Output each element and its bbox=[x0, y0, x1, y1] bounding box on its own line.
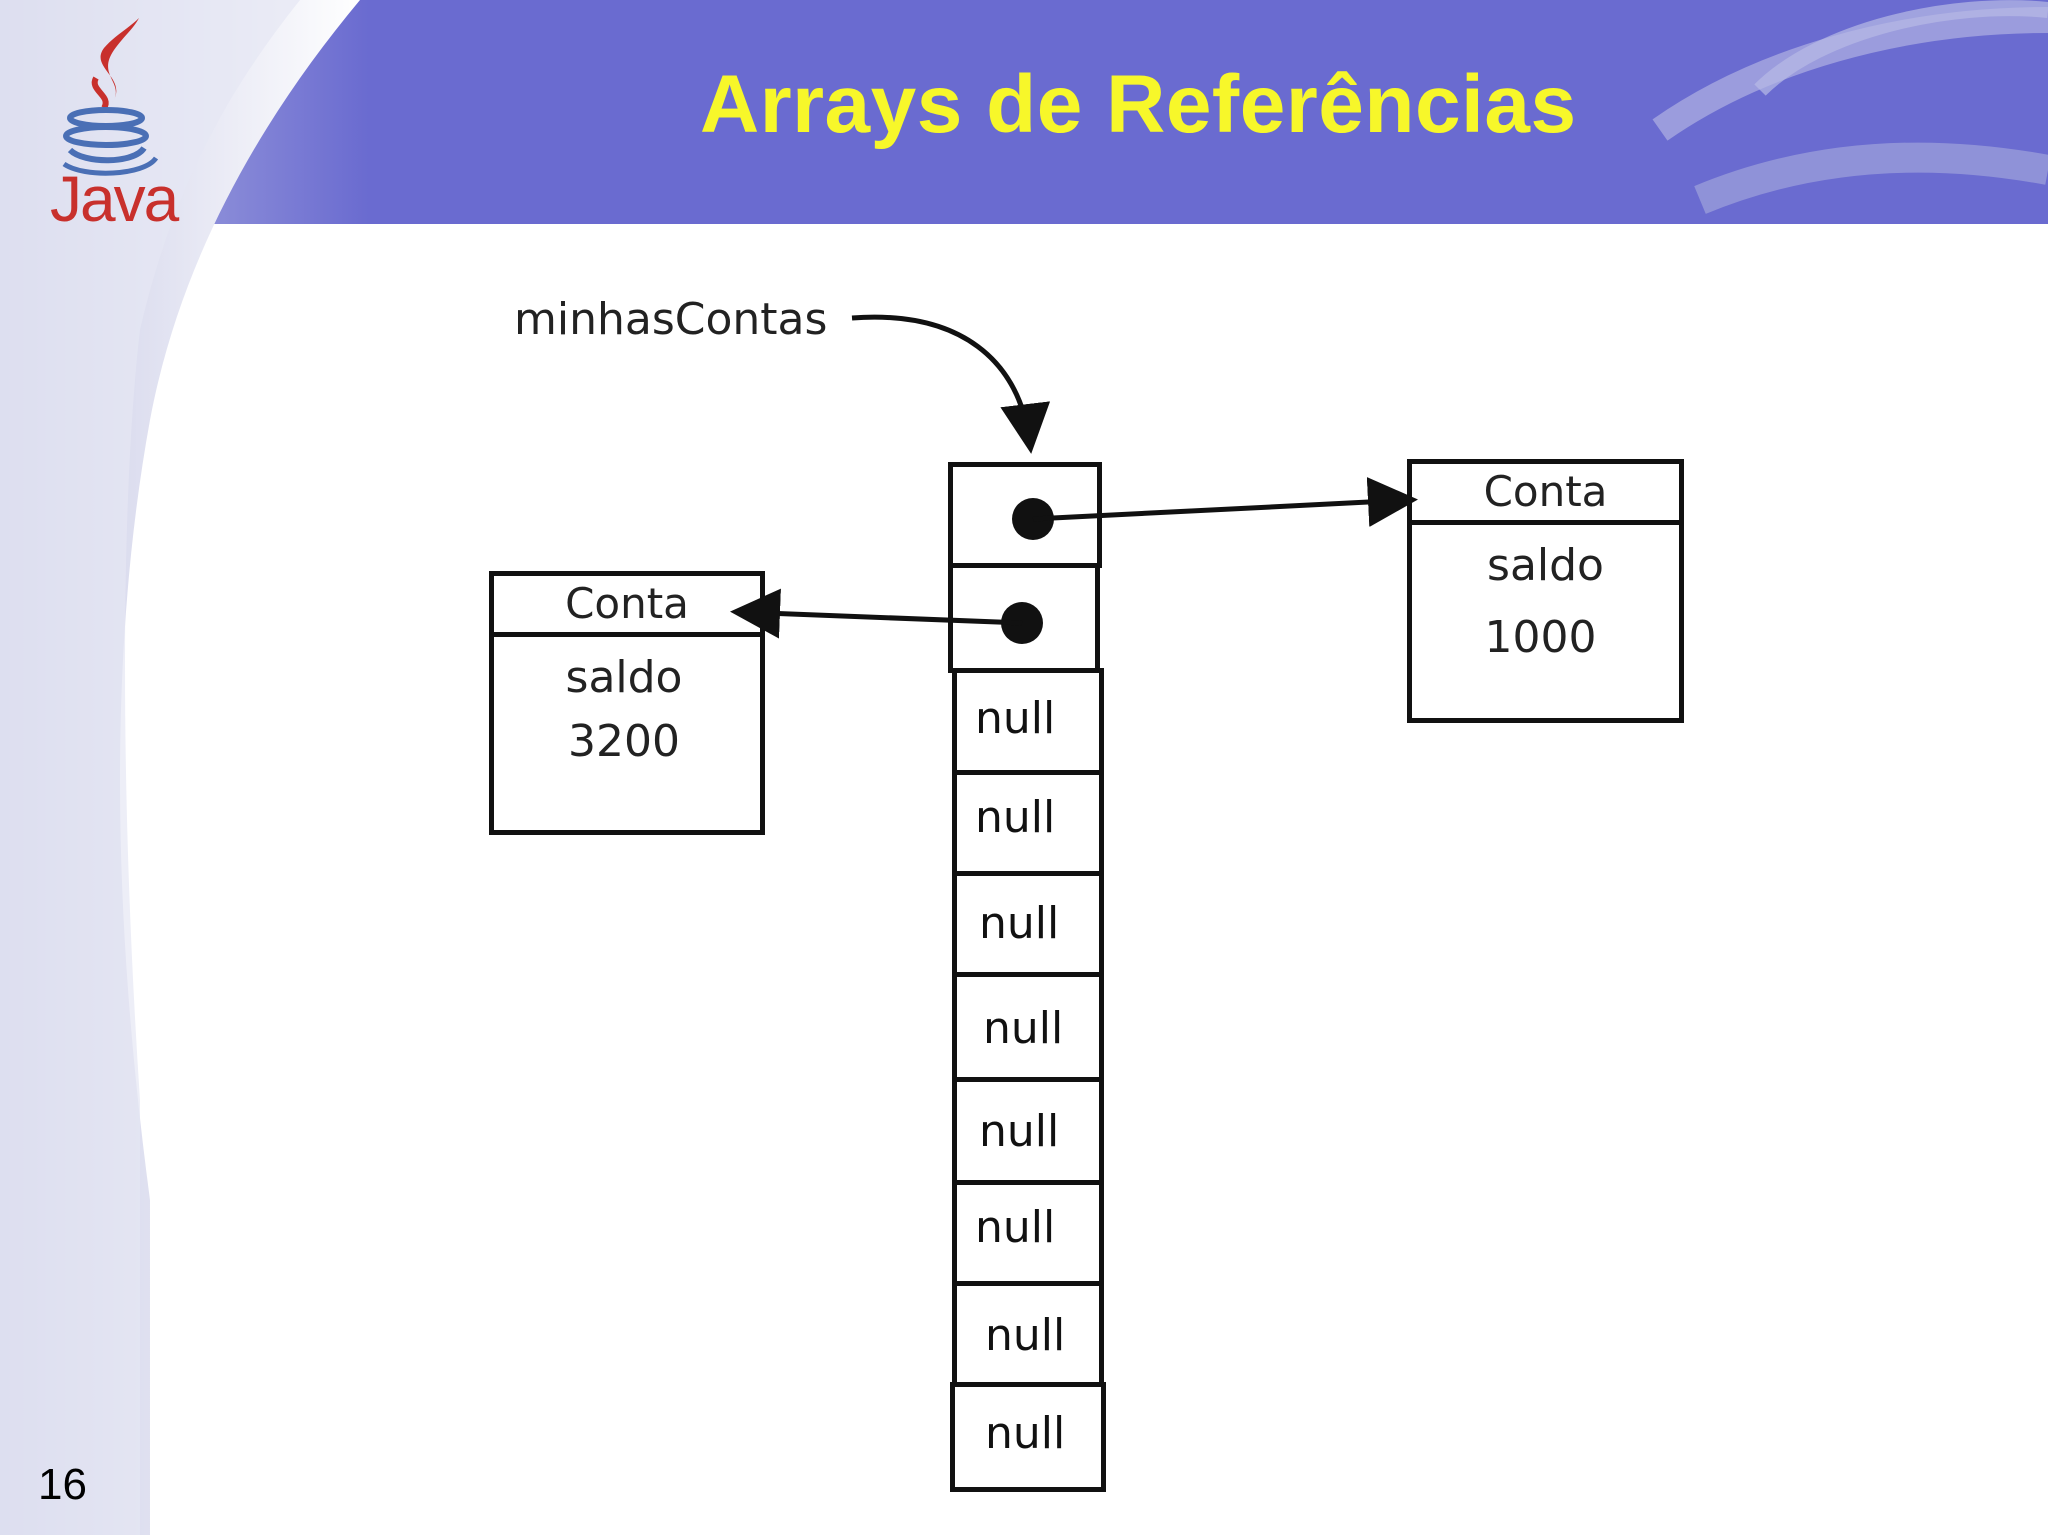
array-cell-6-text: null bbox=[979, 1106, 1060, 1157]
array-cell-7-text: null bbox=[975, 1202, 1056, 1253]
array-cell-9 bbox=[950, 1382, 1106, 1492]
array-cell-2-text: null bbox=[975, 693, 1056, 744]
variable-label: minhasContas bbox=[514, 294, 828, 345]
variable-reference-arrow bbox=[851, 314, 1051, 454]
conta-object-left: Conta saldo 3200 bbox=[489, 571, 765, 835]
java-logo-text: Java bbox=[50, 163, 179, 235]
conta-left-field-value: 3200 bbox=[568, 716, 680, 767]
page-number: 16 bbox=[38, 1460, 87, 1509]
array-cell-5-text: null bbox=[983, 1003, 1064, 1054]
conta-right-class-name: Conta bbox=[1412, 464, 1679, 525]
java-logo-icon bbox=[62, 18, 159, 176]
array-cell-3-text: null bbox=[975, 792, 1056, 843]
array-cell-4-text: null bbox=[979, 898, 1060, 949]
conta-right-field-value: 1000 bbox=[1484, 612, 1597, 663]
conta-left-class-name: Conta bbox=[494, 576, 760, 637]
array-cell-3 bbox=[952, 770, 1104, 876]
conta-object-right: Conta saldo 1000 bbox=[1407, 459, 1684, 723]
array-cell-2 bbox=[952, 668, 1104, 775]
array-cell-9-text: null bbox=[985, 1408, 1066, 1459]
conta-left-field-name: saldo bbox=[565, 652, 683, 703]
reference-arrow-0 bbox=[1032, 477, 1418, 527]
slide-title: Arrays de Referências bbox=[700, 59, 1577, 150]
conta-right-field-name: saldo bbox=[1487, 540, 1604, 591]
reference-arrow-1 bbox=[730, 588, 1023, 639]
array-cell-8-text: null bbox=[985, 1310, 1066, 1361]
